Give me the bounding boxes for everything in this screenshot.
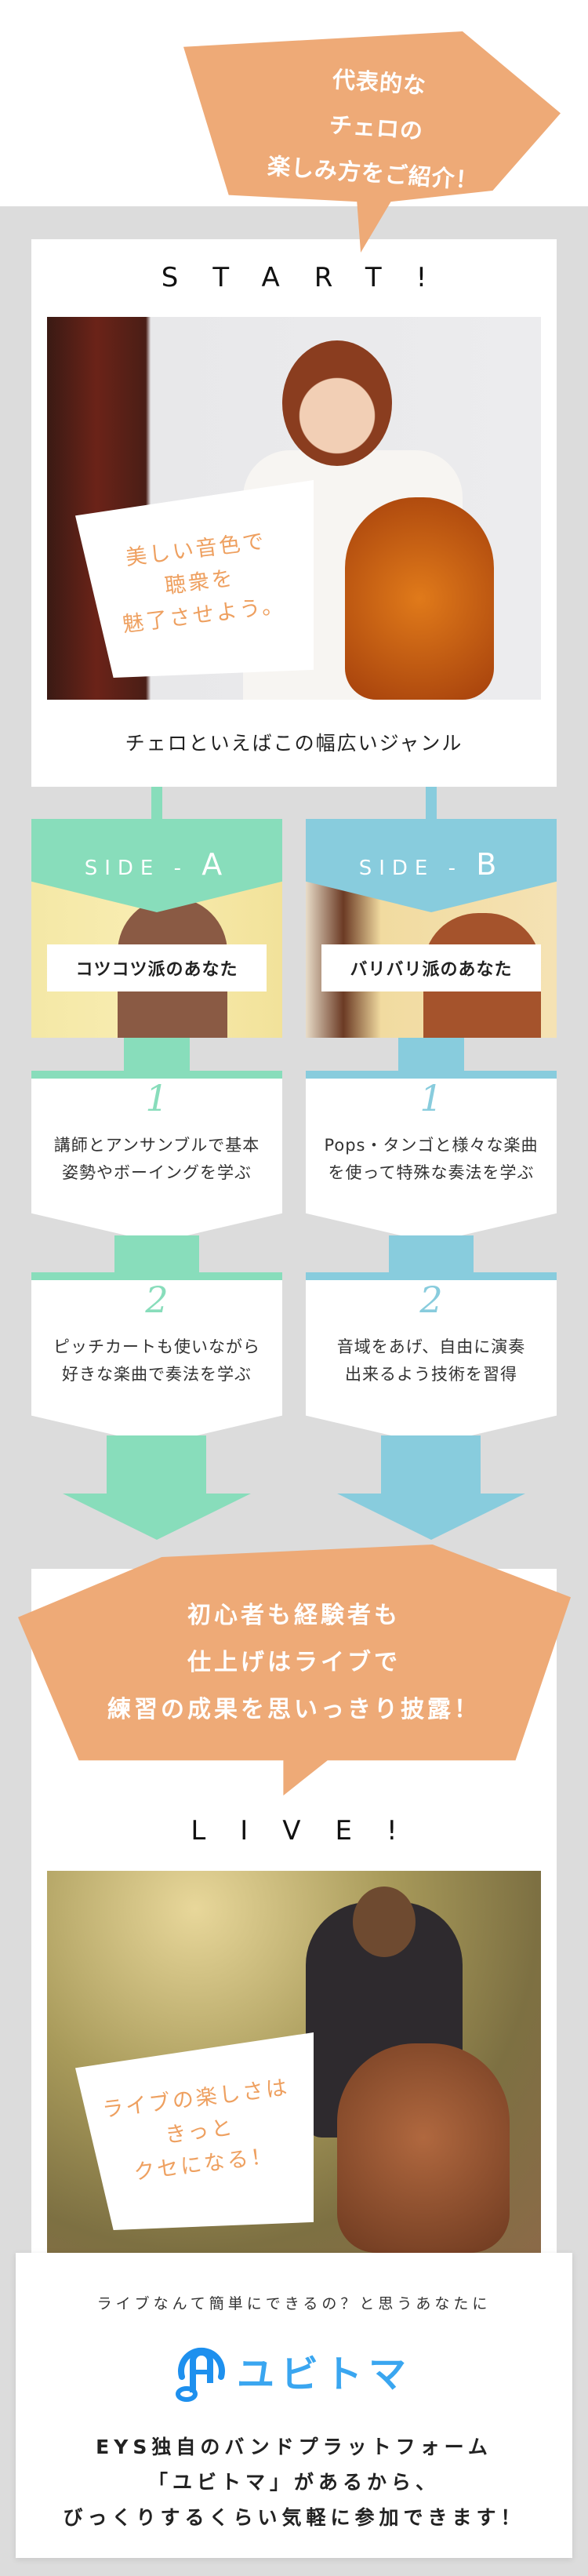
- step-band: [306, 1272, 557, 1280]
- cello-illustration: [345, 497, 494, 700]
- step-line: 音域をあげ、自由に演奏: [336, 1337, 526, 1356]
- step-number: 1: [145, 1077, 169, 1119]
- step-text: Pops・タンゴと様々な楽曲を使って特殊な奏法を学ぶ: [306, 1132, 557, 1187]
- side-title-prefix: SIDE -: [358, 857, 477, 880]
- promo-line: EYS独自のバンドプラットフォーム: [96, 2436, 492, 2458]
- step-line: 講師とアンサンブルで基本: [53, 1136, 260, 1155]
- step-band: [306, 1071, 557, 1079]
- live-heading: LIVE!: [191, 1815, 432, 1846]
- connector-b: [398, 1038, 464, 1077]
- step-band: [31, 1071, 282, 1079]
- logo-text: ユビトマ: [236, 2352, 412, 2396]
- side-a-label: コツコツ派のあなた: [47, 944, 267, 991]
- side-b-step-1: 1 Pops・タンゴと様々な楽曲を使って特殊な奏法を学ぶ: [306, 1071, 557, 1243]
- connector-a: [151, 787, 162, 820]
- step-band: [31, 1272, 282, 1280]
- step-line: 姿勢やボーイングを学ぶ: [62, 1163, 252, 1182]
- side-a-step-2: 2 ピッチカートも使いながら好きな楽曲で奏法を学ぶ: [31, 1272, 282, 1445]
- yubitoma-logo: ユビトマ: [16, 2335, 572, 2406]
- headphone-note-icon: [175, 2347, 225, 2402]
- photo-face: [282, 340, 392, 466]
- arrow-b-stem: [381, 1435, 481, 1495]
- start-heading: START!: [161, 262, 462, 293]
- promo-line: びっくりするくらい気軽に参加できます！: [63, 2506, 525, 2529]
- photo-face: [353, 1887, 416, 1957]
- step-line: Pops・タンゴと様々な楽曲: [324, 1136, 539, 1155]
- side-title-prefix: SIDE -: [84, 857, 202, 880]
- step-number: 1: [419, 1077, 443, 1119]
- step-text: ピッチカートも使いながら好きな楽曲で奏法を学ぶ: [31, 1333, 282, 1388]
- side-a-title: SIDE - A: [31, 847, 282, 882]
- step-line: 好きな楽曲で奏法を学ぶ: [62, 1365, 252, 1384]
- promo-lead: ライブなんて簡単にできるの？と思うあなたに: [96, 2295, 492, 2312]
- connector-b: [389, 1235, 474, 1276]
- step-line: 出来るよう技術を習得: [345, 1365, 517, 1384]
- side-b-label: バリバリ派のあなた: [321, 944, 541, 991]
- side-a-step-1: 1 講師とアンサンブルで基本姿勢やボーイングを学ぶ: [31, 1071, 282, 1243]
- side-b-photo: バリバリ派のあなた: [306, 882, 557, 1038]
- side-b-step-2: 2 音域をあげ、自由に演奏出来るよう技術を習得: [306, 1272, 557, 1445]
- promo-text: EYS独自のバンドプラットフォーム 「ユビトマ」があるから、 びっくりするくらい…: [16, 2429, 572, 2535]
- cello-illustration: [337, 2043, 510, 2253]
- banner-line: 練習の成果を思いっきり披露！: [107, 1696, 481, 1723]
- step-text: 音域をあげ、自由に演奏出来るよう技術を習得: [306, 1333, 557, 1388]
- step-number: 2: [419, 1279, 443, 1321]
- start-photo-note: [75, 480, 314, 678]
- start-caption: チェロといえばこの幅広いジャンル: [125, 732, 463, 755]
- intro-banner-text: 代表的な チェロの 楽しみ方をご紹介！: [230, 50, 521, 206]
- promo-box: ライブなんて簡単にできるの？と思うあなたに ユビトマ EYS独自のバンドプラット…: [16, 2253, 572, 2558]
- live-photo-note: [75, 2032, 314, 2230]
- connector-a: [124, 1038, 190, 1077]
- step-number: 2: [145, 1279, 169, 1321]
- banner-line: 仕上げはライブで: [187, 1649, 401, 1676]
- side-b-title: SIDE - B: [306, 847, 557, 882]
- live-banner: [18, 1545, 571, 1796]
- promo-line: 「ユビトマ」があるから、: [147, 2471, 440, 2494]
- arrow-down-icon: [337, 1494, 525, 1540]
- side-a-photo: コツコツ派のあなた: [31, 882, 282, 1038]
- connector-b: [426, 787, 437, 820]
- side-title-letter: B: [476, 847, 504, 882]
- step-text: 講師とアンサンブルで基本姿勢やボーイングを学ぶ: [31, 1132, 282, 1187]
- step-line: ピッチカートも使いながら: [53, 1337, 260, 1356]
- arrow-down-icon: [63, 1494, 251, 1540]
- live-banner-text: 初心者も経験者も 仕上げはライブで 練習の成果を思いっきり披露！: [0, 1592, 588, 1734]
- banner-line: 初心者も経験者も: [187, 1602, 401, 1629]
- side-title-letter: A: [201, 847, 230, 882]
- arrow-a-stem: [107, 1435, 206, 1495]
- connector-a: [114, 1235, 199, 1276]
- step-line: を使って特殊な奏法を学ぶ: [328, 1163, 535, 1182]
